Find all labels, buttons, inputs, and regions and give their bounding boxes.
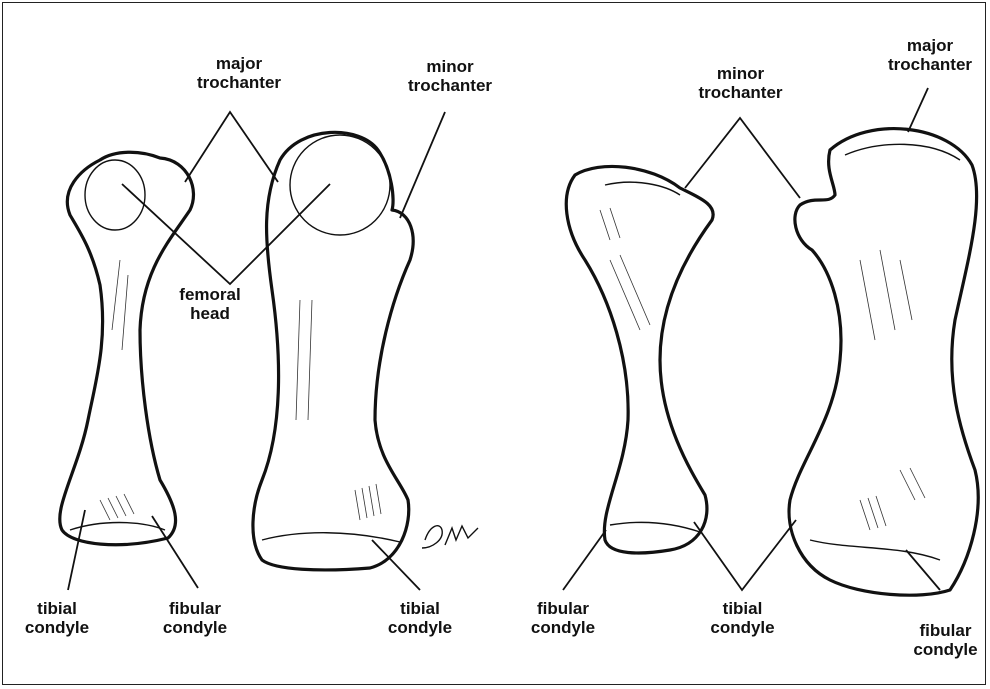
leader-minor-trochanter-left xyxy=(400,112,445,218)
leader-major-trochanter-right xyxy=(908,88,928,132)
femur-view-2 xyxy=(253,132,413,570)
artist-signature xyxy=(422,526,478,548)
leader-tibial-condyle-3 xyxy=(694,520,796,590)
femur-view-4 xyxy=(789,129,978,596)
femur-view-1 xyxy=(60,152,194,544)
leader-major-trochanter-left xyxy=(185,112,278,182)
femur-view-3 xyxy=(566,166,713,553)
leader-minor-trochanter-right xyxy=(685,118,800,198)
leader-fibular-condyle-2 xyxy=(563,530,606,590)
